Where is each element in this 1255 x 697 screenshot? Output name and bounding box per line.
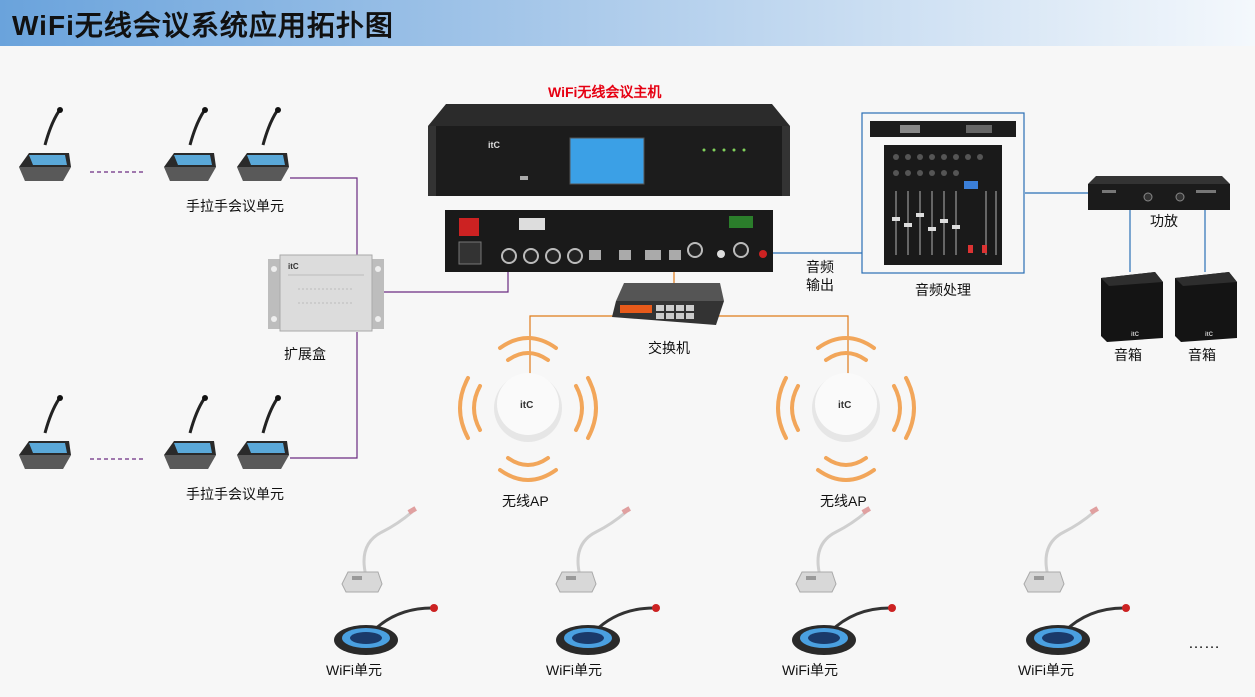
purple-wires: [90, 171, 509, 460]
wifi-waves: [458, 336, 598, 482]
speaker-left-label: 音箱: [1114, 347, 1142, 363]
ap-left-label: 无线AP: [502, 493, 549, 509]
wired-conference-unit[interactable]: [160, 393, 220, 473]
more-units-ellipsis: ……: [1188, 635, 1220, 652]
wired-conference-unit[interactable]: [15, 393, 75, 473]
wired-conference-unit[interactable]: [15, 105, 75, 185]
audio-output-line2: 输出: [806, 277, 834, 293]
wifi-unit-desktop[interactable]: [554, 598, 664, 658]
wireless-ap-right[interactable]: itC: [770, 330, 922, 488]
wired-conference-unit[interactable]: [160, 105, 220, 185]
ap-left-brand: itC: [520, 400, 533, 411]
ap-right-brand: itC: [838, 400, 851, 411]
speaker-left-brand: itC: [1131, 332, 1140, 338]
speaker-left[interactable]: itC: [1101, 272, 1163, 342]
amplifier-label: 功放: [1150, 213, 1178, 229]
wifi-unit-gooseneck[interactable]: [338, 504, 418, 594]
host-title: WiFi无线会议主机: [548, 84, 662, 100]
wireless-ap-left[interactable]: itC: [452, 330, 604, 488]
power-amplifier[interactable]: [1088, 176, 1230, 210]
wifi-unit-desktop[interactable]: [790, 598, 900, 658]
wifi-unit-desktop[interactable]: [332, 598, 442, 658]
ap-right-label: 无线AP: [820, 493, 867, 509]
wifi-unit-gooseneck[interactable]: [792, 504, 872, 594]
wifi-unit-label-4: WiFi单元: [1018, 662, 1074, 678]
audio-processor-label: 音频处理: [915, 282, 971, 298]
wired-unit-label-top: 手拉手会议单元: [186, 198, 284, 214]
wifi-unit-gooseneck[interactable]: [1020, 504, 1100, 594]
wifi-unit-gooseneck[interactable]: [552, 504, 632, 594]
header-bar: [0, 0, 1255, 46]
audio-output-line1: 音频: [806, 259, 834, 275]
audio-processor-frame: [861, 112, 1025, 274]
wifi-unit-label-2: WiFi单元: [546, 662, 602, 678]
wifi-waves: [776, 336, 916, 482]
expansion-box[interactable]: itC: [268, 253, 384, 333]
expansion-box-label: 扩展盒: [284, 346, 326, 362]
host-rear-panel[interactable]: [445, 210, 773, 272]
wired-conference-unit[interactable]: [233, 105, 293, 185]
expansion-brand: itC: [288, 262, 299, 271]
wifi-unit-label-1: WiFi单元: [326, 662, 382, 678]
wired-conference-unit[interactable]: [233, 393, 293, 473]
speaker-right-label: 音箱: [1188, 347, 1216, 363]
host-front-panel[interactable]: itC: [428, 104, 790, 196]
wifi-unit-desktop[interactable]: [1024, 598, 1134, 658]
speaker-right-brand: itC: [1205, 332, 1214, 338]
network-switch[interactable]: [612, 283, 724, 333]
wifi-unit-label-3: WiFi单元: [782, 662, 838, 678]
speaker-right[interactable]: itC: [1175, 272, 1237, 342]
wired-unit-label-bottom: 手拉手会议单元: [186, 486, 284, 502]
switch-label: 交换机: [648, 340, 690, 356]
audio-processor[interactable]: [870, 121, 1016, 269]
audio-output-label: 音频 输出: [806, 258, 834, 294]
page-title: WiFi无线会议系统应用拓扑图: [12, 10, 394, 41]
blue-wires: [770, 192, 1206, 272]
host-brand: itC: [488, 140, 500, 150]
